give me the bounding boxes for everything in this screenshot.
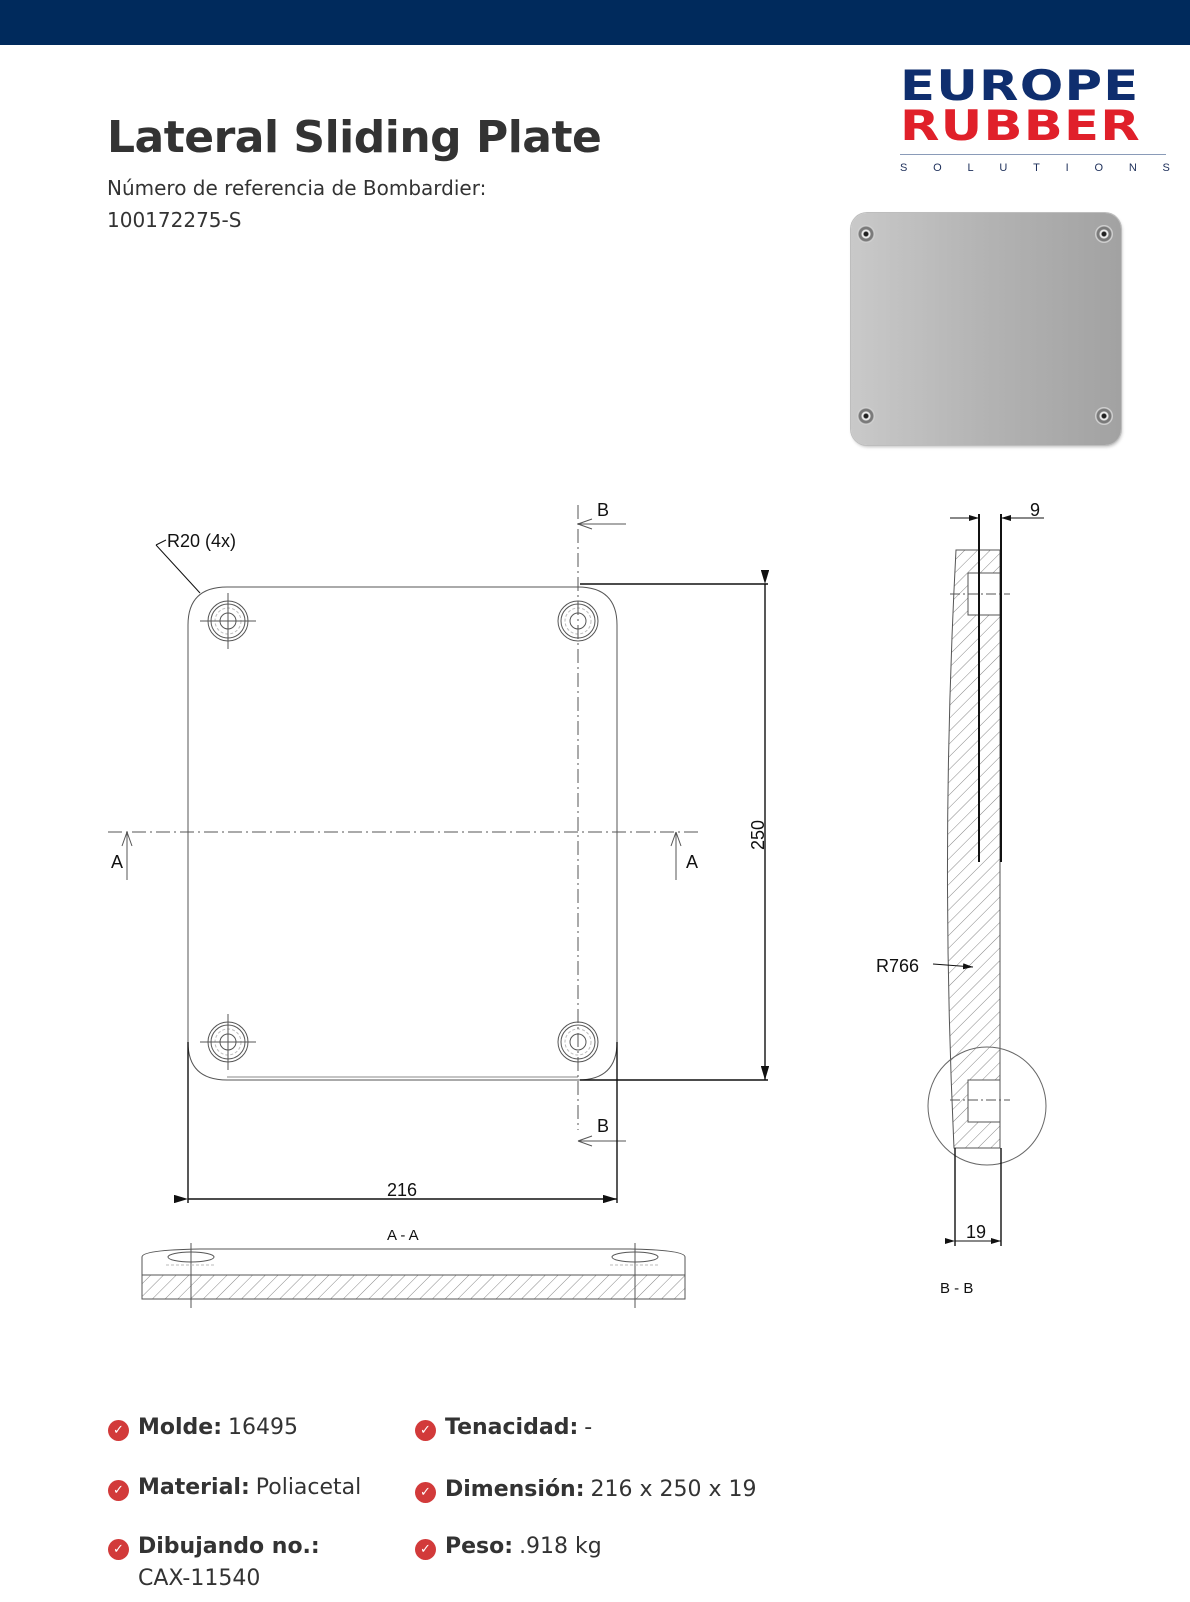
- logo-divider: [900, 154, 1166, 155]
- mounting-hole-icon: [857, 225, 875, 243]
- tagline-letter: S: [1162, 162, 1170, 174]
- spec-label: Material:: [138, 1475, 250, 1500]
- europe-rubber-logo: EUROPE RUBBER S O L U T I O N S: [900, 65, 1170, 174]
- spec-value: 16495: [228, 1415, 299, 1440]
- tagline-letter: I: [1065, 162, 1069, 174]
- section-bb-view: [927, 514, 1047, 1246]
- product-title: Lateral Sliding Plate: [107, 112, 602, 163]
- top-header-bar: [0, 0, 1190, 45]
- radius-note: R20 (4x): [167, 531, 236, 551]
- spec-molde: ✓ Molde: 16495: [108, 1415, 298, 1441]
- check-circle-icon: ✓: [415, 1482, 436, 1503]
- spec-dimension: ✓ Dimensión: 216 x 250 x 19: [415, 1477, 757, 1503]
- spec-value: -: [584, 1415, 593, 1440]
- mounting-hole-icon: [857, 407, 875, 425]
- logo-tagline: S O L U T I O N S: [900, 162, 1170, 174]
- tagline-letter: T: [1033, 162, 1040, 174]
- check-circle-icon: ✓: [108, 1539, 129, 1560]
- spec-material: ✓ Material: Poliacetal: [108, 1475, 361, 1501]
- check-circle-icon: ✓: [108, 1480, 129, 1501]
- mounting-hole-icon: [1095, 407, 1113, 425]
- dimension-216: [174, 1042, 618, 1204]
- hole-bottom-left: [200, 1014, 256, 1070]
- spec-peso: ✓ Peso: .918 kg: [415, 1534, 602, 1560]
- spec-tenacidad: ✓ Tenacidad: -: [415, 1415, 592, 1441]
- tagline-letter: N: [1128, 162, 1137, 174]
- section-aa-label: A - A: [387, 1227, 419, 1244]
- spec-label: Peso:: [445, 1534, 514, 1559]
- tagline-letter: U: [999, 162, 1008, 174]
- spec-label: Tenacidad:: [445, 1415, 579, 1440]
- tagline-letter: O: [1094, 162, 1104, 174]
- check-circle-icon: ✓: [415, 1539, 436, 1560]
- spec-value: 216 x 250 x 19: [590, 1477, 757, 1502]
- tagline-letter: S: [900, 162, 908, 174]
- spec-label: Dimensión:: [445, 1477, 585, 1502]
- section-b-bottom-label: B: [597, 1116, 609, 1136]
- check-circle-icon: ✓: [108, 1420, 129, 1441]
- section-bb-label: B - B: [940, 1280, 973, 1297]
- radius-r766-label: R766: [876, 956, 919, 976]
- reference-number: 100172275-S: [107, 208, 242, 232]
- check-circle-icon: ✓: [415, 1420, 436, 1441]
- dimension-250-label: 250: [748, 820, 768, 850]
- mounting-hole-icon: [1095, 225, 1113, 243]
- section-a-right-label: A: [686, 852, 698, 872]
- front-view: [108, 505, 698, 1147]
- section-aa-view: [141, 1243, 686, 1308]
- dimension-216-label: 216: [387, 1180, 417, 1200]
- logo-line-europe: EUROPE: [900, 61, 1140, 110]
- spec-label: Molde:: [138, 1415, 223, 1440]
- section-b-top-label: B: [597, 500, 609, 520]
- spec-label: Dibujando no.:: [138, 1534, 320, 1559]
- spec-value: CAX-11540: [138, 1566, 261, 1591]
- spec-value: Poliacetal: [255, 1475, 362, 1500]
- reference-label: Número de referencia de Bombardier:: [107, 176, 487, 200]
- section-a-left-label: A: [111, 852, 123, 872]
- spec-dibujando: ✓ Dibujando no.: CAX-11540: [108, 1534, 326, 1591]
- tagline-letter: O: [933, 162, 942, 174]
- dimension-19-label: 19: [966, 1222, 986, 1242]
- product-photo: [851, 213, 1121, 445]
- logo-line-rubber: RUBBER: [900, 101, 1141, 150]
- dimension-250: [580, 570, 770, 1081]
- spec-value: .918 kg: [519, 1534, 602, 1559]
- dimension-9-label: 9: [1030, 500, 1040, 520]
- tagline-letter: L: [967, 162, 974, 174]
- hole-top-left: [200, 593, 256, 649]
